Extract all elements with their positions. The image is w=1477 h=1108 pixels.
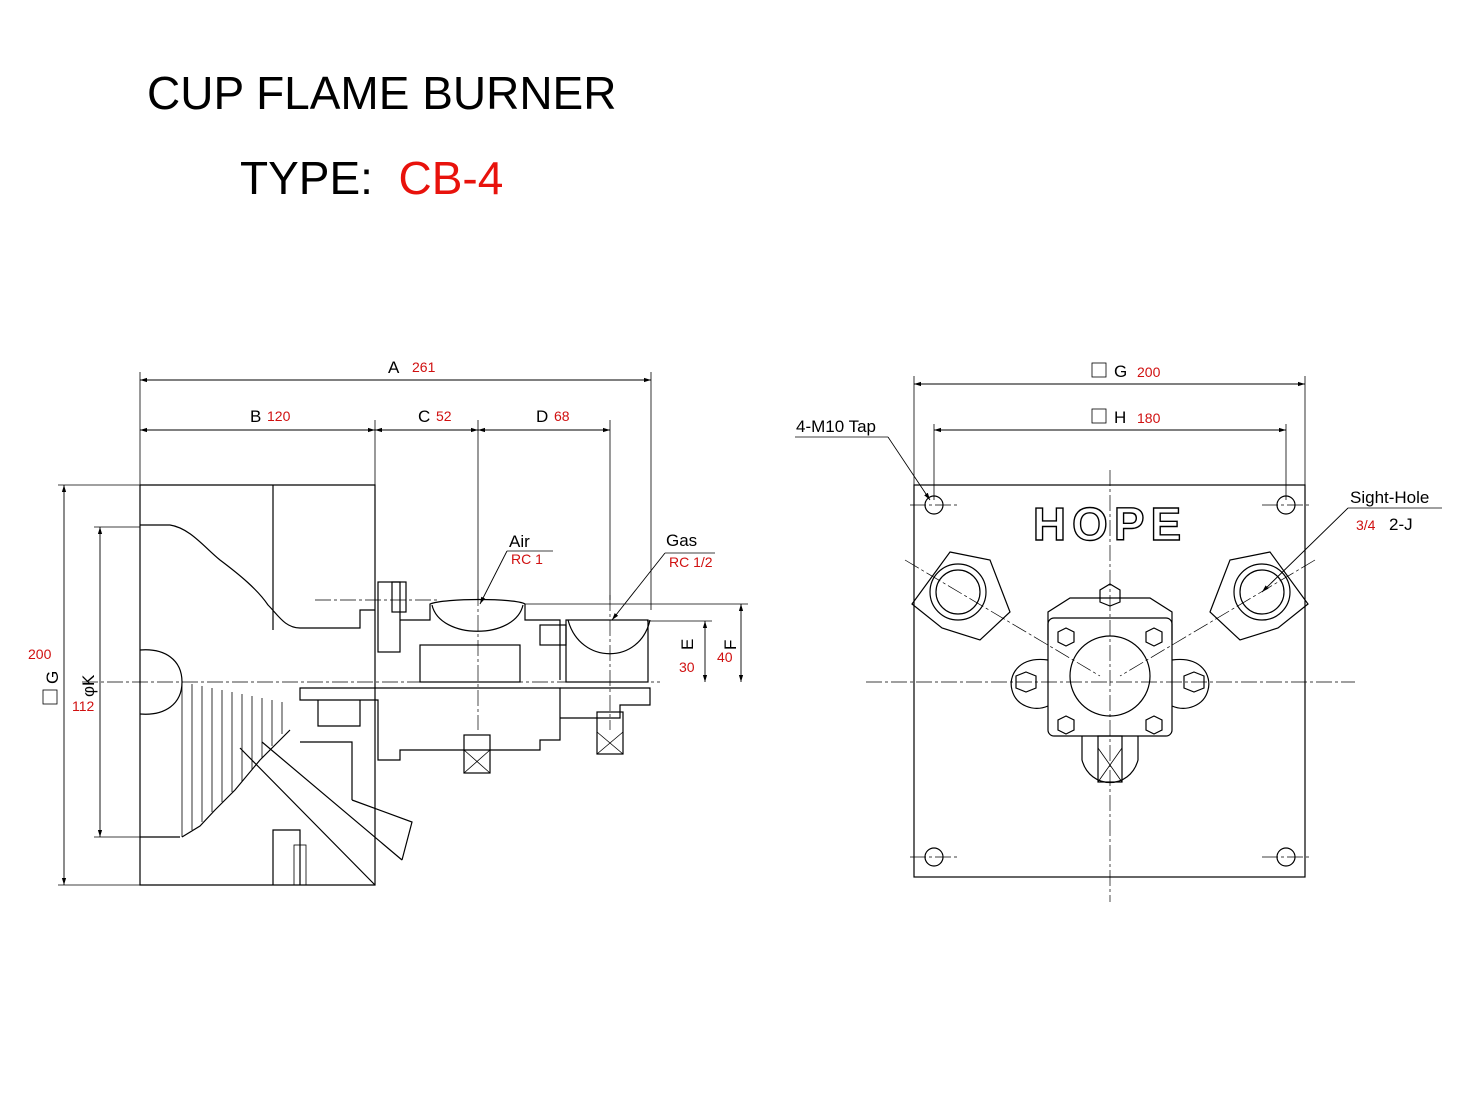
front-dim-h-label: H <box>1114 408 1126 427</box>
dimension-g-front: G 200 <box>913 362 1306 485</box>
model-code: CB-4 <box>398 152 504 204</box>
tap-holes <box>910 495 1312 867</box>
dim-b-label: B <box>250 407 261 426</box>
tap-callout: 4-M10 Tap <box>795 417 931 501</box>
dim-b-value: 120 <box>267 408 291 424</box>
sight-hole-label: Sight-Hole <box>1350 488 1429 507</box>
side-view: A 261 B 120 C 52 D 68 G 200 <box>28 358 748 886</box>
front-dim-g-label: G <box>1114 362 1127 381</box>
dimension-h: H 180 <box>933 408 1287 500</box>
burner-body <box>82 484 660 886</box>
front-view: G 200 H 180 <box>795 362 1442 902</box>
mounting-plate <box>913 484 1306 878</box>
dim-d-value: 68 <box>554 408 570 424</box>
dim-d-label: D <box>536 407 548 426</box>
gas-port-callout: Gas RC 1/2 <box>611 531 715 621</box>
dimension-d: D 68 <box>478 407 610 433</box>
sight-hole-left <box>904 551 1101 677</box>
diagram-title: CUP FLAME BURNER <box>147 67 617 119</box>
dimension-e-f: E 30 F 40 <box>525 603 748 682</box>
front-dim-h-value: 180 <box>1137 410 1161 426</box>
dim-c-value: 52 <box>436 408 452 424</box>
type-label: TYPE: <box>240 152 373 204</box>
air-port-size: RC 1 <box>511 551 543 567</box>
hope-logo: HOPE <box>1033 498 1187 550</box>
sight-hole-callout: Sight-Hole 3/4 2-J <box>1261 488 1442 593</box>
dim-e-value: 30 <box>679 659 695 675</box>
gas-port-size: RC 1/2 <box>669 554 713 570</box>
sight-hole-right <box>1119 551 1316 677</box>
dim-g-label: G <box>43 671 62 684</box>
dimension-b: B 120 <box>140 407 375 433</box>
dimension-a: A 261 <box>140 358 651 383</box>
dim-c-label: C <box>418 407 430 426</box>
sight-hole-code: 2-J <box>1389 515 1413 534</box>
type-line: TYPE: CB-4 <box>240 155 503 201</box>
dim-f-value: 40 <box>717 649 733 665</box>
central-valve <box>1010 583 1210 783</box>
dim-a-value: 261 <box>412 359 436 375</box>
air-port-label: Air <box>509 532 530 551</box>
dim-k-label: φK <box>79 674 98 697</box>
valve-assembly <box>299 581 651 774</box>
dim-k-value: 112 <box>72 698 95 714</box>
gas-port-label: Gas <box>666 531 697 550</box>
dimension-k: φK 112 <box>72 526 140 838</box>
air-port-callout: Air RC 1 <box>479 532 553 605</box>
dim-a-label: A <box>388 358 400 377</box>
dim-e-label: E <box>678 639 697 650</box>
dim-f-label: F <box>721 640 740 650</box>
dim-g-value: 200 <box>28 646 52 662</box>
sight-hole-size: 3/4 <box>1356 517 1376 533</box>
dimension-c: C 52 <box>375 407 478 433</box>
dimension-g-side: G 200 <box>28 484 140 886</box>
tap-label: 4-M10 Tap <box>796 417 876 436</box>
front-dim-g-value: 200 <box>1137 364 1161 380</box>
